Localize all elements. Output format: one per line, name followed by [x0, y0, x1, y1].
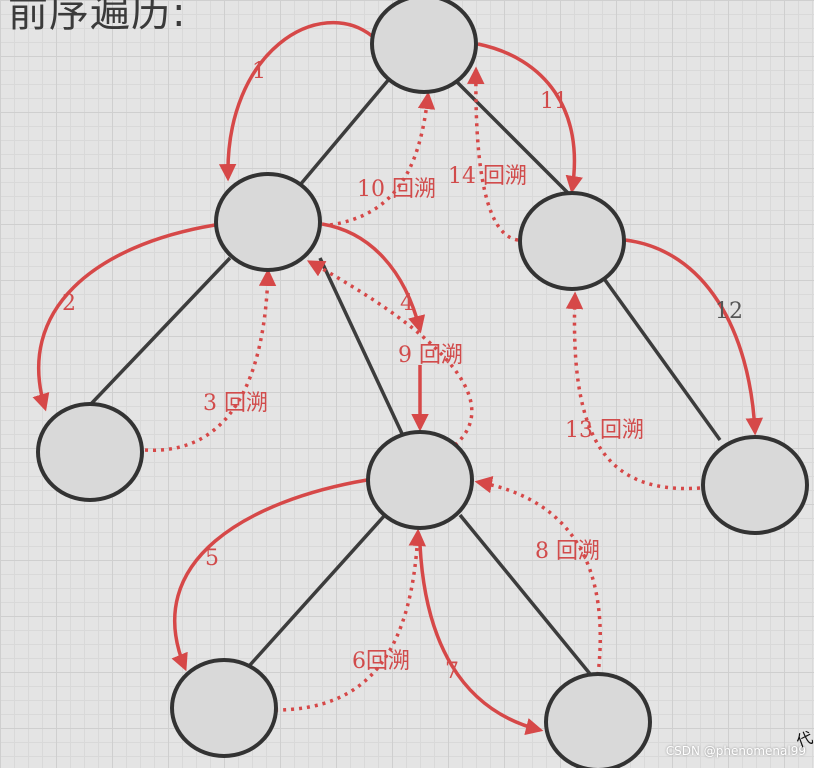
edge-lr-lrleft: [248, 513, 387, 667]
label-step-12: 12: [715, 299, 743, 324]
node-lr-right: [544, 672, 652, 768]
label-step-7: 7: [445, 659, 459, 684]
arrow-7: [418, 544, 544, 736]
label-step-13: 13 回溯: [565, 418, 644, 443]
watermark: CSDN @phenomenal99: [665, 744, 806, 758]
edge-left-leftright: [318, 257, 407, 441]
tree-edges: [88, 76, 722, 682]
edge-root-right: [453, 78, 572, 197]
arrow-4: [321, 222, 426, 334]
node-right-right: [701, 435, 809, 535]
node-lr-left: [170, 658, 278, 758]
backtrack-14: [467, 66, 519, 242]
backtrack-10: [329, 91, 436, 227]
backtrack-8: [474, 475, 603, 676]
node-root: [370, 0, 478, 94]
edge-lr-lrright: [458, 513, 597, 682]
page-title: 前序遍历:: [8, 0, 187, 36]
backtrack-6: [274, 528, 427, 712]
edge-root-left: [298, 76, 392, 187]
backtrack-3: [144, 268, 277, 452]
arrow-5: [171, 478, 368, 672]
arrow-11: [477, 42, 583, 194]
backtrack-arrows: [144, 66, 701, 712]
arrow-2: [32, 223, 216, 412]
edge-left-leftleft: [88, 256, 232, 407]
visit-arrows: [32, 20, 764, 736]
label-step-14: 14 回溯: [448, 164, 527, 189]
label-step-2: 2: [62, 291, 76, 316]
label-step-4: 4: [400, 291, 414, 316]
node-left-left: [36, 402, 144, 502]
backtrack-9: [306, 260, 474, 447]
arrow-12: [624, 238, 764, 436]
label-step-6: 6回溯: [352, 649, 410, 674]
node-right: [518, 191, 626, 291]
label-step-11: 11: [540, 89, 568, 114]
edge-right-rightright: [603, 278, 722, 442]
label-step-8: 8 回溯: [535, 539, 600, 564]
label-step-10: 10 回溯: [357, 177, 436, 202]
node-left: [214, 172, 322, 272]
label-step-9: 9 回溯: [398, 343, 463, 368]
label-step-5: 5: [205, 546, 219, 571]
node-left-right: [366, 430, 474, 530]
tree-nodes: [36, 0, 809, 768]
label-step-1: 1: [252, 59, 266, 84]
arrow-1: [218, 20, 374, 182]
label-step-3: 3 回溯: [203, 391, 268, 416]
